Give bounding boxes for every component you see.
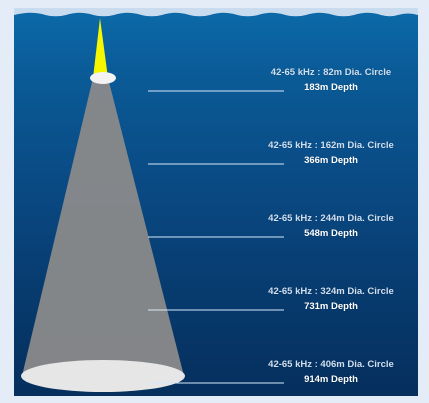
beam-diameter-text: 42-65 kHz : 406m Dia. Circle: [268, 359, 394, 370]
depth-label-731m: 42-65 kHz : 324m Dia. Circle 731m Depth: [246, 286, 416, 312]
depth-text: 731m Depth: [304, 301, 358, 312]
depth-text: 366m Depth: [304, 155, 358, 166]
seafloor-footprint-ellipse: [21, 360, 185, 392]
depth-label-548m: 42-65 kHz : 244m Dia. Circle 548m Depth: [246, 213, 416, 239]
beam-diameter-text: 42-65 kHz : 324m Dia. Circle: [268, 286, 394, 297]
depth-text: 548m Depth: [304, 228, 358, 239]
sonar-beam-cone: [22, 78, 184, 376]
depth-label-366m: 42-65 kHz : 162m Dia. Circle 366m Depth: [246, 140, 416, 166]
beam-diameter-text: 42-65 kHz : 162m Dia. Circle: [268, 140, 394, 151]
beam-diameter-text: 42-65 kHz : 82m Dia. Circle: [270, 67, 392, 78]
depth-text: 914m Depth: [304, 374, 358, 385]
ocean-background: [14, 8, 418, 396]
transducer-beam-top: [93, 18, 108, 78]
depth-text: 183m Depth: [304, 82, 358, 93]
sonar-beam-diagram: [14, 8, 418, 392]
beam-diameter-text: 42-65 kHz : 244m Dia. Circle: [268, 213, 394, 224]
sea-surface: [14, 8, 418, 17]
depth-label-914m: 42-65 kHz : 406m Dia. Circle 914m Depth: [246, 359, 416, 385]
beam-cross-section-ellipse: [90, 72, 116, 84]
depth-label-183m: 42-65 kHz : 82m Dia. Circle 183m Depth: [246, 67, 416, 93]
